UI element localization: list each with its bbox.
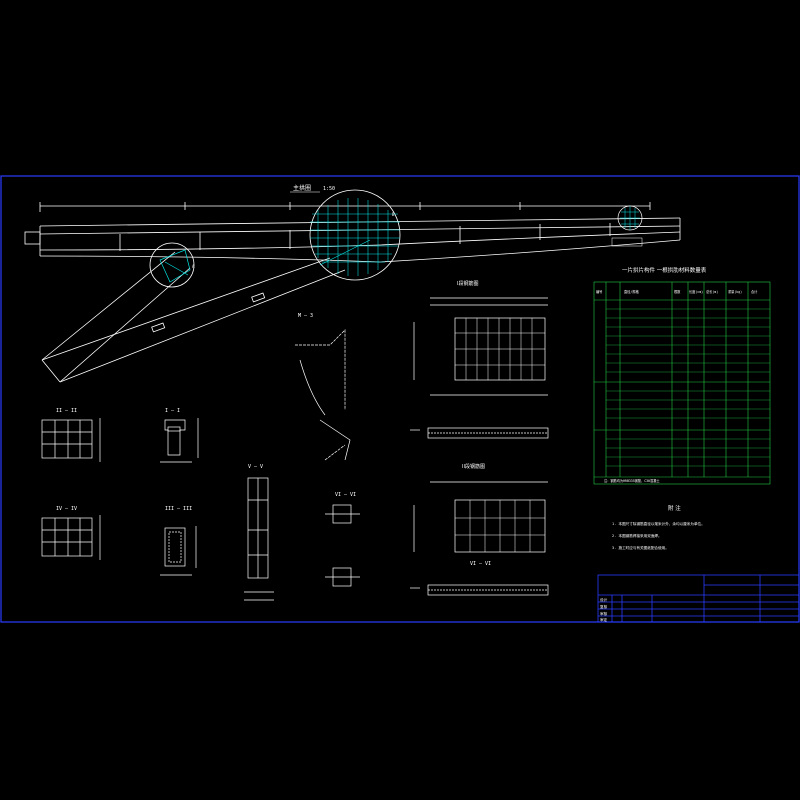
title-row-1: 复核 [600,604,608,609]
section-6-6b-label: VI — VI [470,561,491,567]
table-header: 编号 直径/规格 根数 长度(cm) 总长(m) 重量(kg) 合计 [596,289,758,294]
note-2: 2. 本图钢筋焊接采用双面焊。 [612,533,662,538]
note-1: 1. 本图尺寸除钢筋直径以毫米计外，余均以厘米为单位。 [612,521,705,526]
notes-title: 附 注 [668,504,681,512]
detail-b-label: B [392,212,395,217]
section-4-4-label: IV — IV [56,506,77,512]
detail-m3-label: M — 3 [298,313,313,319]
title-block-rows: 设计 复核 审核 审定 [600,597,608,622]
detail-a-label: A [192,264,195,269]
table-col-5: 重量(kg) [728,289,742,294]
detail-m3 [295,329,351,461]
title-row-3: 审定 [600,617,608,622]
title-row-0: 设计 [600,597,608,602]
table-col-2: 根数 [674,289,681,294]
section-3-3 [160,526,197,576]
section-2-2-label: II — II [56,408,77,414]
main-elevation-scale: 1:50 [323,186,335,192]
rebar-strip-2 [410,584,549,596]
table-col-3: 长度(cm) [689,289,703,294]
main-elevation [24,202,681,263]
rebar-plan-1 [413,297,548,396]
small-box-sections [325,504,360,587]
drawing-frame [0,175,800,623]
section-6-6-label: VI — VI [335,492,356,498]
table-col-1: 直径/规格 [624,289,639,294]
section-5-5-label: V — V [248,464,263,470]
material-table [593,281,771,485]
column-detail [244,477,274,601]
section-grid-2 [41,515,101,560]
detail-circle-left: A [149,242,195,288]
title-row-2: 审核 [600,611,608,616]
section-1-1-label: I — I [165,408,180,414]
detail-circle-crown: B [309,189,401,281]
detail-circle-right [611,205,643,247]
main-elevation-title: 主拱圈 [293,184,311,192]
section-1-1 [160,418,199,463]
table-col-0: 编号 [596,289,602,294]
rebar-plan-2-title: II段钢筋图 [462,463,485,470]
rebar-plan-2 [413,481,548,553]
rebar-plan-1-title: I段钢筋图 [457,280,478,287]
table-title: 一片拱片构件 一根拱肋材料数量表 [622,266,707,274]
section-3-3-label: III — III [165,506,192,512]
table-col-6: 合计 [751,289,758,294]
section-grid-1 [41,418,101,462]
rebar-strip-1 [410,427,549,439]
table-footnote: 注：钢筋均为HRB335钢筋，C30混凝土 [604,478,660,483]
title-block [597,574,800,623]
table-col-4: 总长(m) [706,289,718,294]
note-3: 3. 施工时应与有关图纸配合使用。 [612,545,669,550]
